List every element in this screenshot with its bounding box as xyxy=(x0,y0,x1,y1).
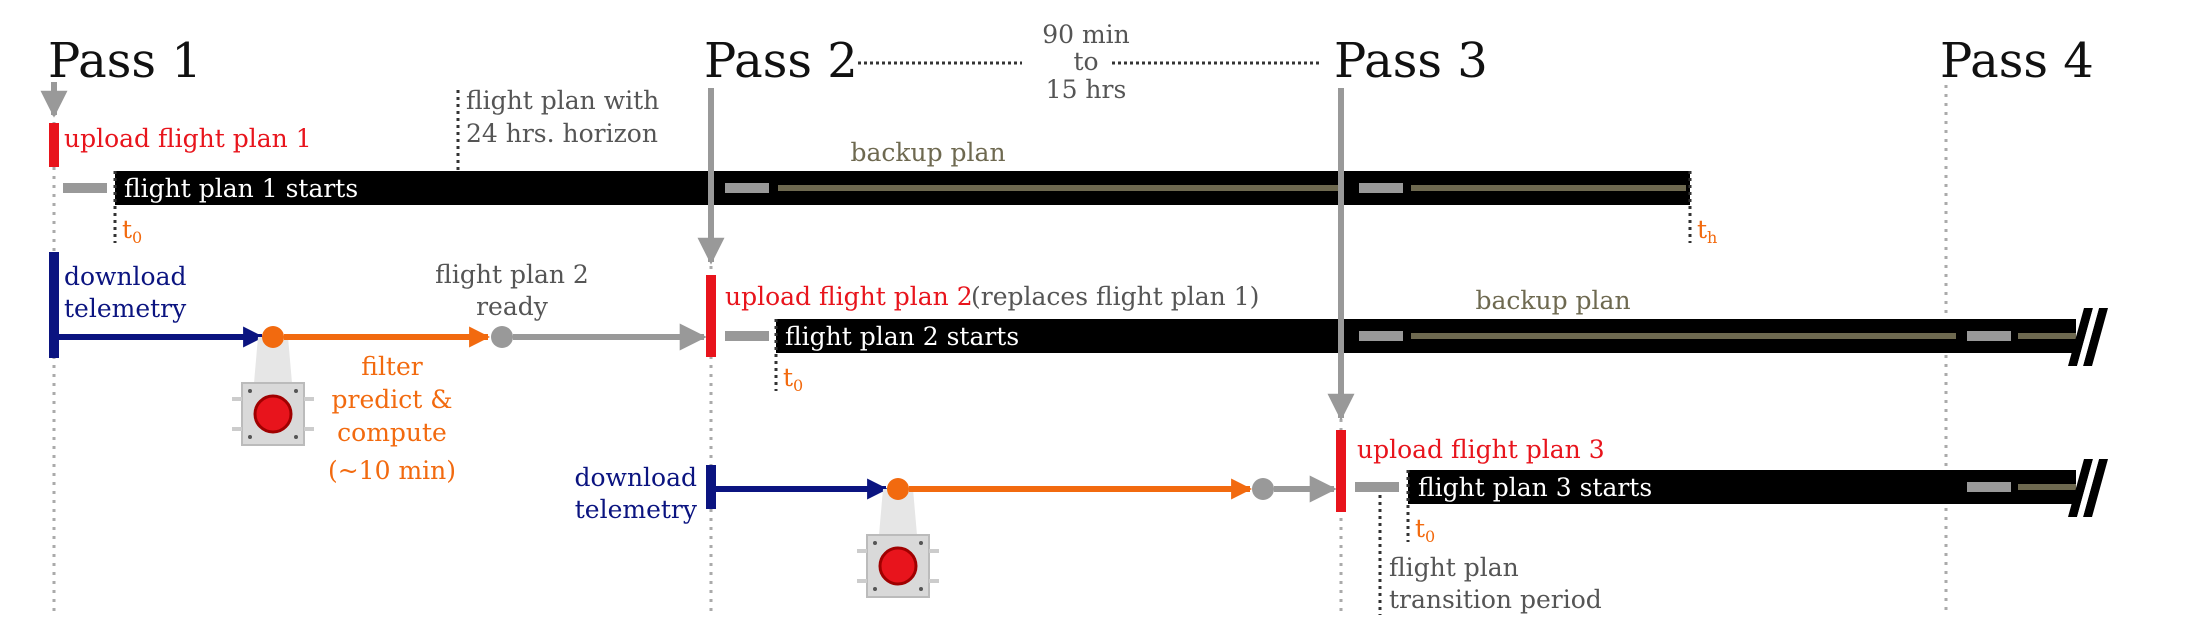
backup-3-line xyxy=(2018,484,2076,490)
flight-plan-2-label: flight plan 2 starts xyxy=(785,322,1019,351)
pass-4-label: Pass 4 xyxy=(1940,33,2094,89)
backup-3-dash xyxy=(1967,482,2011,492)
processing-label-2: predict & xyxy=(332,385,453,414)
flight-plan-3-row: upload flight plan 3 flight plan 3 start… xyxy=(1327,88,2108,615)
flight-plan-3-bar xyxy=(1408,470,2076,504)
th-label: th xyxy=(1697,215,1717,247)
backup-1a-dash xyxy=(725,183,769,193)
continuation-break-3 xyxy=(2068,459,2108,517)
download-1-marker xyxy=(49,252,59,358)
t0-1-label: t0 xyxy=(122,215,142,247)
compute-2-start-node xyxy=(887,478,909,500)
continuation-break-2 xyxy=(2068,308,2108,366)
telemetry-2-row: download telemetry xyxy=(574,463,1337,599)
backup-1-label: backup plan xyxy=(850,138,1005,167)
flight-plan-2-row: upload flight plan 2 (replaces flight pl… xyxy=(697,88,2108,395)
plan-2-ready-node xyxy=(491,326,513,348)
plan-3-ready-node xyxy=(1252,478,1274,500)
upload-1-label: upload flight plan 1 xyxy=(64,124,312,153)
compute-start-node xyxy=(262,326,284,348)
plan-2-ready-label-2: ready xyxy=(476,292,549,321)
backup-2b-line xyxy=(2018,333,2076,339)
download-2-label-2: telemetry xyxy=(575,495,698,524)
t0-2-label: t0 xyxy=(783,363,803,395)
telemetry-1-row: download telemetry filter predict & comp… xyxy=(49,252,707,485)
upload-2-marker xyxy=(706,275,716,357)
backup-2b-dash xyxy=(1967,331,2011,341)
t0-3-label: t0 xyxy=(1415,514,1435,546)
pass-1-label: Pass 1 xyxy=(48,33,202,89)
download-2-label-1: download xyxy=(574,463,697,492)
backup-1a-line xyxy=(778,185,1340,191)
pass-guide-lines xyxy=(52,85,1948,615)
upload-2-replaces: (replaces flight plan 1) xyxy=(971,282,1259,311)
interval-line-1: 90 min xyxy=(1042,20,1130,49)
upload-1-marker xyxy=(49,123,59,167)
upload-3-marker xyxy=(1336,430,1346,512)
transition-2-dash xyxy=(725,331,769,341)
transition-1-dash xyxy=(63,183,107,193)
download-1-label-2: telemetry xyxy=(64,294,187,323)
ground-station-icon xyxy=(855,487,941,599)
backup-1b-dash xyxy=(1359,183,1403,193)
upload-3-label: upload flight plan 3 xyxy=(1357,435,1605,464)
backup-2a-line xyxy=(1411,333,1956,339)
backup-2-label: backup plan xyxy=(1475,286,1630,315)
horizon-label-2: 24 hrs. horizon xyxy=(466,119,658,148)
interval-line-3: 15 hrs xyxy=(1046,75,1127,104)
processing-label-4: (~10 min) xyxy=(328,456,456,485)
flight-plan-1-row: upload flight plan 1 flight plan with 24… xyxy=(40,82,1717,247)
interval-line-2: to xyxy=(1073,47,1098,76)
backup-2a-dash xyxy=(1359,331,1403,341)
plan-2-ready-label-1: flight plan 2 xyxy=(435,260,589,289)
processing-label-1: filter xyxy=(361,352,423,381)
ground-station-icon xyxy=(230,335,316,447)
transition-3-dash xyxy=(1355,482,1399,492)
transition-label-1: flight plan xyxy=(1389,553,1519,582)
backup-1b-line xyxy=(1411,185,1686,191)
flight-plan-1-label: flight plan 1 starts xyxy=(124,174,358,203)
download-1-label-1: download xyxy=(64,262,187,291)
horizon-label-1: flight plan with xyxy=(466,86,659,115)
pass-3-label: Pass 3 xyxy=(1334,33,1488,89)
download-2-marker xyxy=(706,465,716,509)
upload-2-label: upload flight plan 2 xyxy=(725,282,973,311)
processing-label-3: compute xyxy=(337,418,447,447)
pass-interval: 90 min to 15 hrs xyxy=(858,20,1322,104)
transition-label-2: transition period xyxy=(1389,585,1602,614)
pass-2-label: Pass 2 xyxy=(704,33,858,89)
flight-plan-3-label: flight plan 3 starts xyxy=(1418,473,1652,502)
